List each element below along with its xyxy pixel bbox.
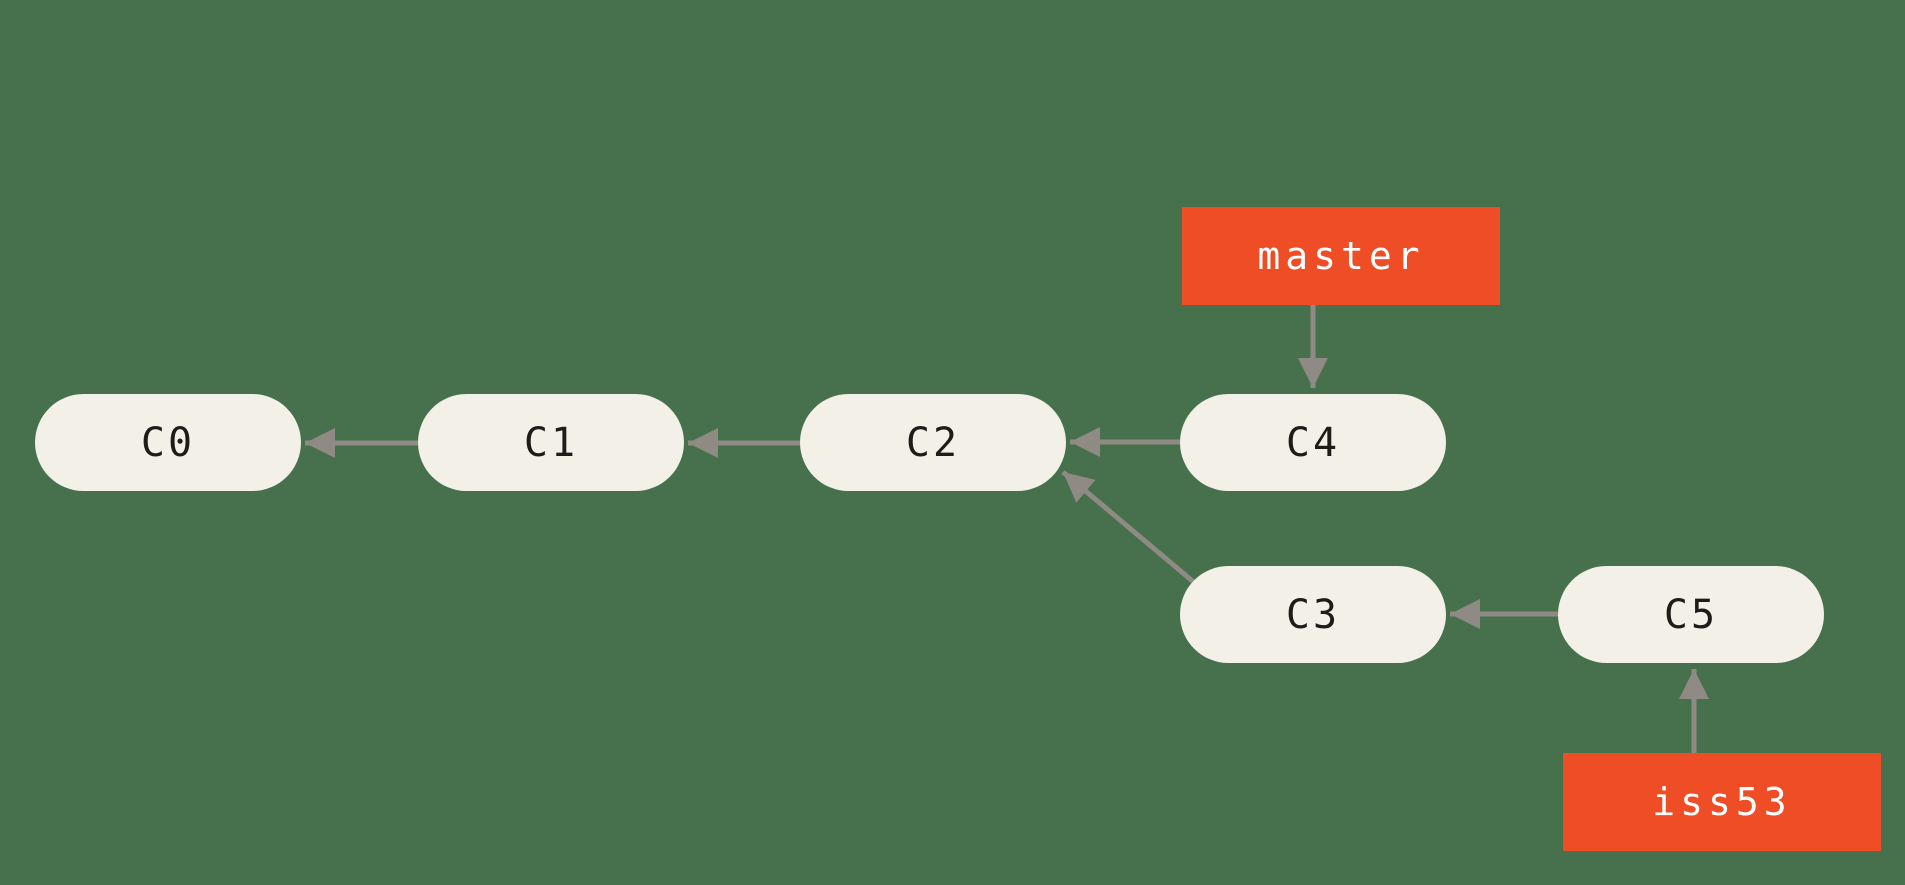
- branch-label-master: master: [1182, 207, 1500, 305]
- edge-C3-to-C2: [1061, 470, 1198, 586]
- branch-label-iss53: iss53: [1563, 753, 1881, 851]
- commit-label-c5: C5: [1663, 591, 1719, 638]
- commit-label-c0: C0: [140, 419, 196, 466]
- commit-node-c4: C4: [1180, 394, 1446, 491]
- commit-node-c5: C5: [1558, 566, 1824, 663]
- branch-name-master: master: [1257, 234, 1425, 278]
- commit-node-c1: C1: [418, 394, 684, 491]
- commit-label-c3: C3: [1285, 591, 1341, 638]
- commit-node-c2: C2: [800, 394, 1066, 491]
- commit-node-c3: C3: [1180, 566, 1446, 663]
- commit-label-c2: C2: [905, 419, 961, 466]
- branch-name-iss53: iss53: [1652, 780, 1792, 824]
- commit-label-c4: C4: [1285, 419, 1341, 466]
- commit-label-c1: C1: [523, 419, 579, 466]
- commit-node-c0: C0: [35, 394, 301, 491]
